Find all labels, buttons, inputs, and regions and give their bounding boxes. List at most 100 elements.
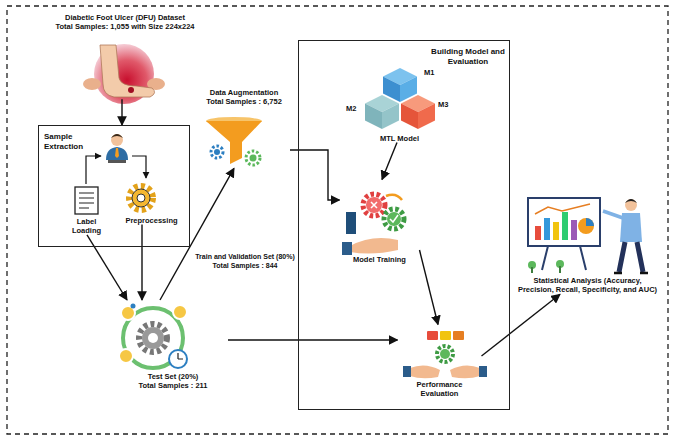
training-icon — [342, 194, 404, 255]
analysis-figure — [535, 226, 541, 240]
cube-label: M2 — [346, 104, 356, 113]
flow-arrow — [87, 235, 127, 300]
evaluation-icon — [427, 331, 438, 340]
training-icon — [386, 195, 402, 200]
split-node: Test Set (20%)Total Samples : 211 — [118, 300, 228, 390]
node-text: Data Augmentation — [198, 88, 290, 97]
step-node: Performance Evaluation — [398, 325, 482, 398]
operator-person — [106, 134, 128, 163]
document-icon — [79, 193, 94, 208]
mtl-cubes — [418, 104, 435, 130]
funnel-icon — [250, 155, 257, 162]
operator-person — [108, 160, 126, 163]
flow-arrow — [382, 143, 397, 180]
training-icon — [346, 212, 356, 234]
flow-arrow — [420, 250, 439, 325]
analysis-figure — [553, 222, 559, 240]
gear-icon — [129, 186, 153, 210]
funnel-icon — [214, 149, 220, 155]
mtl-cubes — [365, 68, 435, 129]
edge-label: Train and Validation Set (80%) Total Sam… — [194, 252, 296, 271]
training-icon — [366, 197, 382, 213]
cube-label: M1 — [424, 68, 434, 77]
split-icon — [131, 304, 136, 309]
foot-illustration — [83, 44, 165, 104]
evaluation-icon — [410, 365, 440, 378]
evaluation-icon — [453, 331, 464, 340]
evaluation-icon — [450, 365, 480, 378]
step-node: Preprocessing — [116, 180, 188, 225]
training-icon — [363, 194, 385, 216]
group-heading: Building Model and Evaluation — [431, 47, 505, 67]
analysis-figure — [614, 272, 648, 275]
analysis-figure — [535, 204, 590, 214]
funnel-icon — [211, 146, 223, 158]
foot-illustration — [128, 87, 134, 93]
evaluation-icon — [403, 331, 487, 378]
operator-person — [111, 134, 123, 146]
mtl-cubes — [382, 104, 399, 130]
analysis-figure — [542, 246, 586, 270]
mtl-cubes — [401, 104, 418, 130]
step-node: Label Loading — [62, 183, 112, 235]
node-text: Label Loading — [62, 217, 112, 235]
node-text: Diabetic Foot Ulcer (DFU) Dataset — [30, 13, 220, 22]
funnel-icon — [206, 117, 262, 165]
cycle-arrows — [132, 156, 146, 178]
training-icon — [387, 212, 401, 226]
mtl-cubes — [383, 77, 400, 103]
step-node: Model Training — [340, 180, 420, 264]
analysis-figure — [619, 242, 643, 272]
evaluation-icon — [403, 366, 411, 377]
analysis-figure — [625, 199, 637, 203]
funnel-icon — [206, 121, 262, 164]
analysis-figure — [625, 199, 637, 211]
cycle-arrows — [86, 156, 101, 184]
evaluation-icon — [440, 331, 451, 340]
analysis-figure — [603, 211, 623, 218]
training-icon — [342, 242, 352, 255]
evaluation-icon — [437, 346, 453, 362]
analysis-figure — [531, 267, 533, 273]
split-icon — [178, 353, 183, 359]
cube-label: M3 — [438, 100, 448, 109]
split-icon — [148, 333, 158, 343]
dashed-frame — [7, 6, 668, 434]
analysis-figure — [578, 218, 594, 234]
cycle-arrows — [86, 156, 146, 184]
node-text: Total Samples : 211 — [118, 381, 228, 390]
evaluation-icon — [479, 366, 487, 377]
analysis-figure — [528, 198, 648, 273]
operator-person — [106, 147, 128, 160]
document-icon — [75, 187, 98, 214]
flow-arrow — [482, 294, 561, 356]
mtl-cubes — [365, 104, 382, 130]
group-box: Building Model and EvaluationMTL ModelMo… — [298, 40, 510, 410]
flow-arrow — [141, 225, 142, 300]
foot-illustration — [100, 45, 155, 97]
flow-arrow — [160, 168, 234, 300]
training-icon — [390, 215, 398, 222]
analysis-figure — [544, 218, 550, 240]
foot-illustration — [94, 44, 154, 104]
flow-arrow — [228, 339, 398, 340]
split-icon — [142, 327, 164, 349]
augmentation-node: Data AugmentationTotal Samples : 6,752 — [198, 88, 290, 168]
split-icon — [119, 349, 133, 363]
group-heading: Sample Extraction — [44, 132, 100, 152]
split-icon — [119, 304, 187, 369]
analysis-figure — [571, 220, 577, 240]
operator-person — [111, 134, 123, 138]
node-text: MTL Model — [355, 134, 445, 143]
analysis-figure — [559, 266, 561, 273]
gear-icon — [137, 194, 145, 202]
gear-icon — [129, 186, 153, 210]
split-icon — [139, 324, 167, 352]
analysis-figure — [528, 198, 600, 246]
evaluation-icon — [440, 349, 450, 359]
node-text: Total Samples : 6,752 — [198, 97, 290, 106]
gear-icon — [132, 189, 150, 207]
